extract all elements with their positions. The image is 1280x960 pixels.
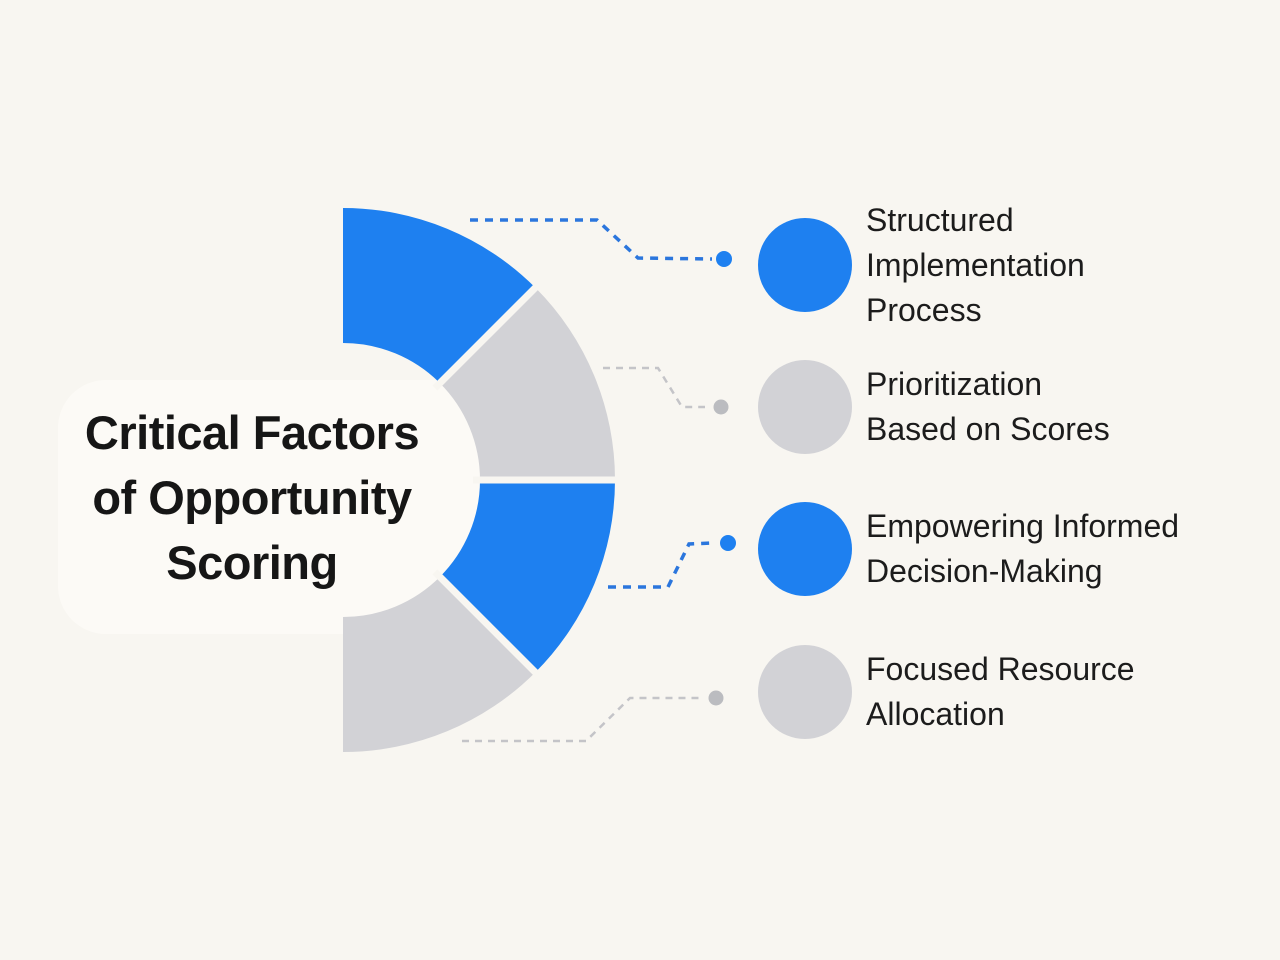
connector-dot-4 <box>708 690 724 706</box>
donut-segment-prioritization <box>439 287 615 480</box>
item-circle-structured-implementation <box>758 218 852 312</box>
item-label-line: Focused Resource <box>866 651 1135 687</box>
connector-line-1 <box>470 218 713 261</box>
donut-segment-resource-allocation <box>343 576 536 752</box>
item-label-line: Based on Scores <box>866 411 1110 447</box>
page-title-line: Scoring <box>166 536 338 589</box>
connector-line-2 <box>603 366 705 409</box>
item-label-line: Structured <box>866 202 1014 238</box>
item-label-resource-allocation: Focused Resource Allocation <box>866 647 1135 737</box>
item-label-decision-making: Empowering Informed Decision-Making <box>866 504 1179 594</box>
connector-line-4 <box>462 696 702 743</box>
item-label-line: Allocation <box>866 696 1005 732</box>
item-label-line: Decision-Making <box>866 553 1103 589</box>
item-label-line: Prioritization <box>866 366 1043 402</box>
item-label-line: Process <box>866 292 982 328</box>
item-label-prioritization: Prioritization Based on Scores <box>866 362 1110 452</box>
page-title: Critical Factors of Opportunity Scoring <box>42 400 462 595</box>
item-label-line: Implementation <box>866 247 1085 283</box>
item-label-line: Empowering Informed <box>866 508 1180 544</box>
connector-dot-1 <box>716 251 732 267</box>
connector-dot-3 <box>720 535 736 551</box>
item-label-structured-implementation: Structured Implementation Process <box>866 198 1085 333</box>
connector-line-3 <box>608 541 713 589</box>
connector-dot-2 <box>713 399 729 415</box>
segment-divider-1 <box>432 281 542 391</box>
segment-divider-3 <box>432 569 542 679</box>
item-circle-prioritization <box>758 360 852 454</box>
item-circle-decision-making <box>758 502 852 596</box>
donut-segment-decision-making <box>439 480 615 673</box>
page-title-line: Critical Factors <box>84 406 420 459</box>
item-circle-resource-allocation <box>758 645 852 739</box>
page-title-line: of Opportunity <box>92 471 412 524</box>
donut-segment-structured-implementation <box>343 208 536 384</box>
